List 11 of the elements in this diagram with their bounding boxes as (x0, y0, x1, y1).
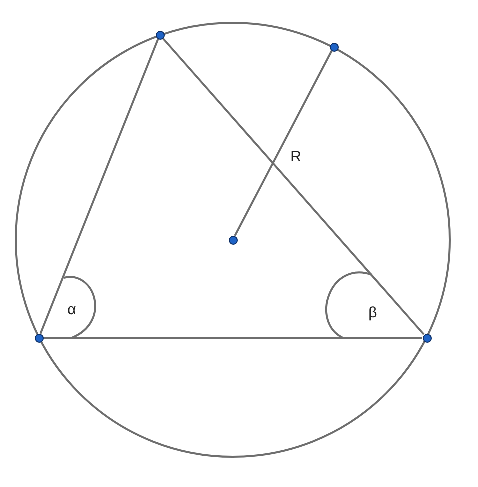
point (34, 334, 44, 342)
point (156, 30, 164, 40)
angle-label: α (68, 302, 76, 318)
line-segment (44, 337, 422, 339)
line-segment (162, 38, 425, 336)
point (330, 42, 338, 52)
point (228, 236, 238, 244)
line-segment (234, 50, 333, 236)
line-segment (40, 38, 160, 334)
point (422, 334, 432, 342)
angle-label: β (368, 306, 378, 320)
